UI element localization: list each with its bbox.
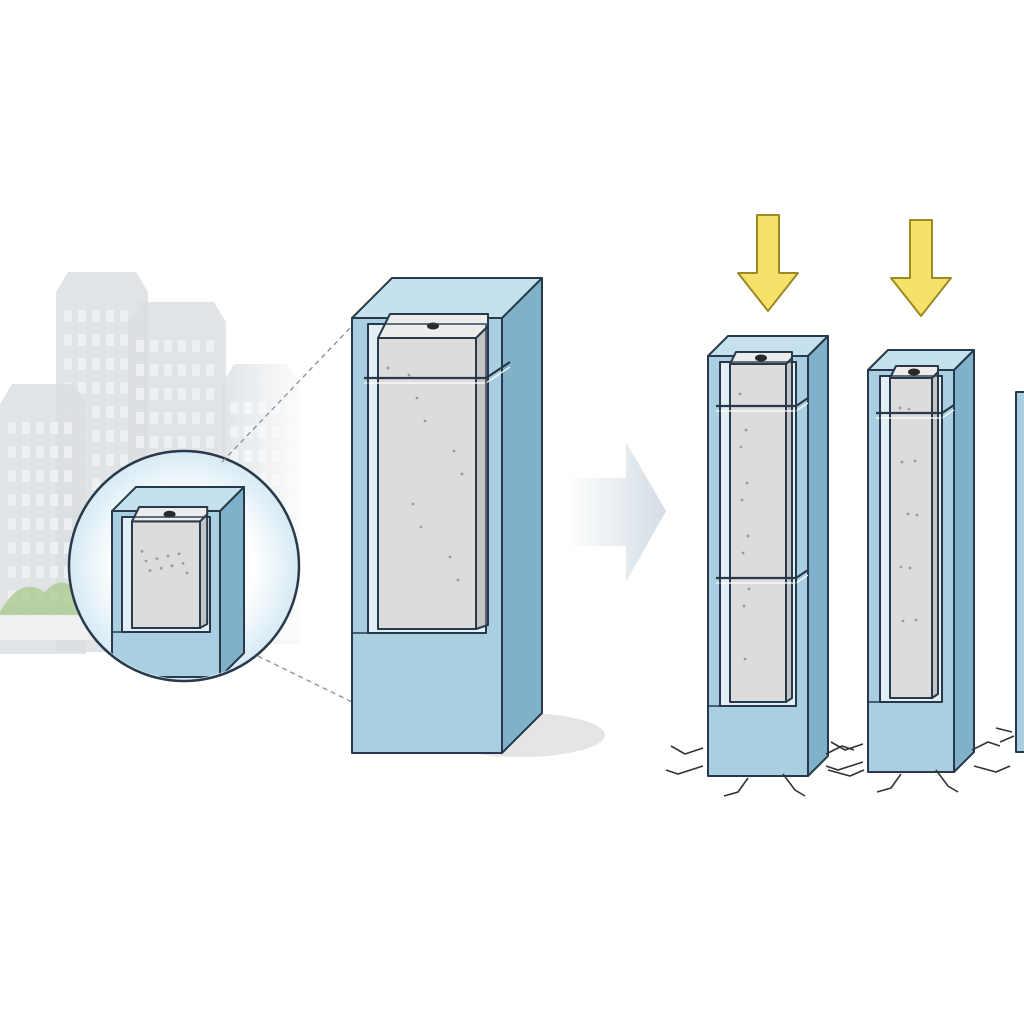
concrete-speckle (907, 407, 911, 411)
concrete-speckle (452, 449, 456, 453)
concrete-speckle (407, 373, 411, 377)
process-arrow-icon (565, 442, 666, 582)
concrete-speckle (741, 551, 745, 555)
crack-line (670, 745, 704, 755)
concrete-speckle (738, 392, 742, 396)
concrete-speckle (423, 419, 427, 423)
crack-line (825, 761, 864, 771)
magnifier-detail-icon (67, 449, 301, 683)
cavity-frame (719, 361, 797, 707)
concrete-speckle (746, 534, 750, 538)
crack-line (935, 769, 959, 793)
crack-line (830, 741, 864, 751)
concrete-speckle (899, 565, 903, 569)
crack-line (973, 765, 1011, 773)
jacket-side-face (807, 335, 829, 777)
concrete-speckle (740, 498, 744, 502)
concrete-speckle (460, 472, 464, 476)
concrete-speckle (185, 571, 189, 575)
concrete-core-side (199, 513, 209, 629)
concrete-speckle (155, 557, 159, 560)
concrete-speckle (743, 657, 747, 661)
zoom-leader-lines (221, 327, 353, 703)
core-center-hole (755, 354, 767, 362)
loaded-column-1 (665, 214, 865, 797)
jacket-side-face (501, 277, 543, 754)
down-arrow-icon (890, 219, 952, 317)
core-center-hole (908, 368, 920, 376)
concrete-speckle (148, 569, 152, 572)
loaded-column-2 (825, 219, 1011, 793)
crack-line (782, 773, 806, 797)
crack-line (971, 741, 1001, 751)
concrete-speckle (177, 552, 181, 556)
crack-line (723, 777, 749, 797)
concrete-speckle (914, 618, 918, 622)
concrete-speckle (898, 406, 902, 410)
ground-crack-icon (995, 727, 1015, 743)
crack-line (827, 769, 865, 777)
concrete-speckle (900, 460, 904, 464)
concrete-speckle (386, 366, 390, 370)
concrete-speckle (170, 564, 174, 568)
concrete-core-front (729, 363, 787, 703)
cavity-frame (367, 323, 487, 634)
concrete-speckle (908, 566, 912, 570)
concrete-core-front (889, 377, 933, 699)
jacket-side-face (953, 349, 975, 773)
crack-line (665, 765, 704, 775)
ground-crack-icon (825, 741, 1011, 793)
concrete-speckle (159, 566, 163, 570)
concrete-speckle (742, 604, 746, 608)
concrete-speckle (456, 578, 460, 582)
loaded-column-3 (995, 391, 1024, 753)
concrete-speckle (747, 587, 751, 591)
concrete-speckle (411, 502, 415, 506)
concrete-speckle (419, 525, 423, 529)
jacket-side-face (219, 486, 245, 678)
concrete-core-side (785, 357, 793, 703)
loaded-columns-group (665, 214, 1024, 797)
concrete-speckle (915, 513, 919, 517)
cavity-frame (879, 375, 943, 703)
concrete-speckle (448, 555, 452, 559)
concrete-speckle (181, 562, 185, 565)
down-arrow-icon (737, 214, 799, 312)
concrete-speckle (745, 481, 749, 485)
concrete-speckle (913, 459, 917, 463)
concrete-speckle (906, 512, 910, 516)
concrete-core-front (131, 520, 201, 629)
ground-crack-icon (665, 745, 865, 797)
magnifier-content (111, 486, 245, 678)
concrete-core-side (931, 371, 939, 699)
concrete-speckle (415, 396, 419, 400)
crack-line (876, 773, 902, 793)
cavity-frame (121, 516, 211, 633)
main-jacketed-column (351, 277, 605, 757)
concrete-speckle (144, 559, 148, 563)
concrete-speckle (739, 445, 743, 449)
concrete-core-front (377, 337, 477, 630)
concrete-speckle (166, 554, 170, 558)
jacket-front-face-partial (1015, 391, 1024, 753)
concrete-speckle (140, 550, 144, 553)
core-center-hole (163, 510, 176, 518)
concrete-speckle (744, 428, 748, 432)
concrete-speckle (901, 619, 905, 623)
